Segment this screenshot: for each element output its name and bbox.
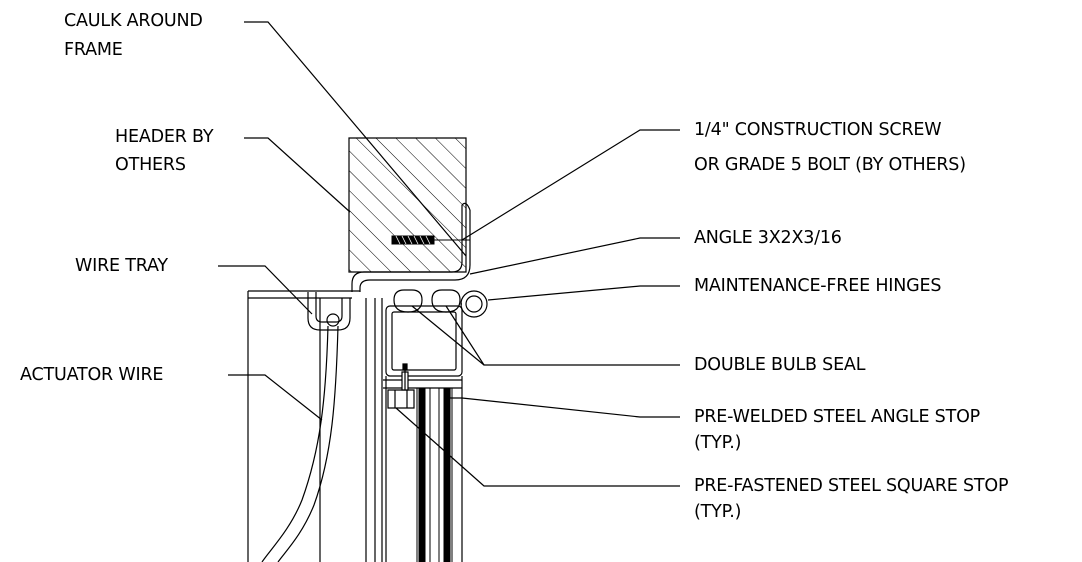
door-leaf <box>383 306 462 562</box>
label-header-by-others-line2: OTHERS <box>115 155 186 175</box>
label-actuator-wire: ACTUATOR WIRE <box>20 365 164 385</box>
label-square-stop-line2: (TYP.) <box>694 502 742 522</box>
label-wire-tray: WIRE TRAY <box>75 256 168 276</box>
hinge <box>461 291 487 317</box>
wire-tray <box>308 292 350 330</box>
leader-lines <box>218 22 680 486</box>
label-caulk-around-frame-line2: FRAME <box>64 40 123 60</box>
glazing <box>417 388 452 562</box>
label-angle: ANGLE 3X2X3/16 <box>694 228 842 248</box>
double-bulb-seal <box>394 290 460 312</box>
label-construction-screw-line2: OR GRADE 5 BOLT (BY OTHERS) <box>694 155 966 175</box>
construction-screw <box>392 236 470 244</box>
steel-angle <box>352 203 470 292</box>
door-frame <box>248 291 382 562</box>
label-header-by-others-line1: HEADER BY <box>115 127 214 147</box>
label-caulk-around-frame-line1: CAULK AROUND <box>64 11 203 31</box>
label-hinges: MAINTENANCE-FREE HINGES <box>694 276 942 296</box>
label-double-bulb-seal: DOUBLE BULB SEAL <box>694 355 866 375</box>
label-construction-screw-line1: 1/4" CONSTRUCTION SCREW <box>694 120 942 140</box>
actuator-wire <box>262 326 338 562</box>
label-square-stop-line1: PRE-FASTENED STEEL SQUARE STOP <box>694 476 1009 496</box>
label-angle-stop-line2: (TYP.) <box>694 433 742 453</box>
label-angle-stop-line1: PRE-WELDED STEEL ANGLE STOP <box>694 407 980 427</box>
stops <box>388 364 462 408</box>
wood-header <box>349 138 466 272</box>
